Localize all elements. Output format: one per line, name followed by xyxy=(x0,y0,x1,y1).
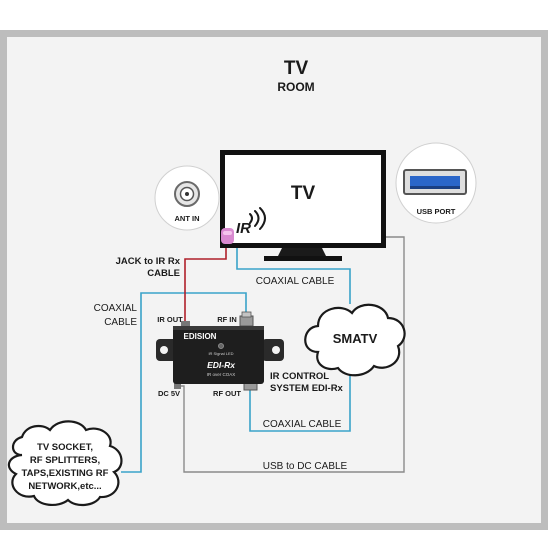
device-led-label: IR Signal LED xyxy=(208,351,233,356)
rf-network-cloud xyxy=(7,420,123,507)
coax-top-label: COAXIAL CABLE xyxy=(256,276,335,287)
usb-port xyxy=(395,142,477,224)
ir-control-label-1: IR CONTROL xyxy=(270,371,329,382)
room-subtitle: ROOM xyxy=(277,80,314,94)
smatv-label: SMATV xyxy=(333,331,378,346)
ir-connector xyxy=(221,228,234,244)
usb-dc-label: USB to DC CABLE xyxy=(263,461,348,472)
coax-cable-rfin-cloud xyxy=(121,292,247,473)
ir-signal-led xyxy=(218,343,224,349)
jack-ir-cable xyxy=(184,243,227,326)
jack-cable-label-2: CABLE xyxy=(147,268,180,279)
usb-dc-cable xyxy=(176,236,405,473)
cloud-line-2: RF SPLITTERS, xyxy=(30,455,100,466)
coax-cable-tv-smatv xyxy=(236,247,351,304)
cloud-line-4: NETWORK,etc... xyxy=(28,481,101,492)
jack-cable-label-1: JACK to IR Rx xyxy=(116,256,181,267)
ir-waves-icon xyxy=(249,207,266,230)
coax-left-label-1: COAXIAL xyxy=(94,303,138,314)
rf-in-connector xyxy=(239,315,254,327)
device-model-sub: IR over COAX xyxy=(207,372,236,377)
tv-set xyxy=(220,150,386,261)
port-dc-label: DC 5V xyxy=(158,389,180,398)
port-rf-in-label: RF IN xyxy=(217,315,237,324)
coax-left-label-2: CABLE xyxy=(104,317,137,328)
smatv-cloud xyxy=(304,303,406,377)
device-brand: EDISION xyxy=(184,332,217,341)
coax-cable-rfout-smatv xyxy=(249,374,351,432)
antenna-socket xyxy=(154,165,220,231)
edi-rx-device xyxy=(156,311,284,391)
port-rf-out-label: RF OUT xyxy=(213,389,241,398)
tv-label: TV xyxy=(291,183,316,204)
cloud-line-1: TV SOCKET, xyxy=(37,442,93,453)
antenna-label: ANT IN xyxy=(175,214,200,223)
room-title: TV xyxy=(284,58,309,79)
usb-port-label: USB PORT xyxy=(417,207,456,216)
ir-label: IR xyxy=(236,220,251,237)
coax-bottom-label: COAXIAL CABLE xyxy=(263,419,342,430)
port-ir-out-label: IR OUT xyxy=(157,315,183,324)
cloud-line-3: TAPS,EXISTING RF xyxy=(22,468,109,479)
ir-control-label-2: SYSTEM EDI-Rx xyxy=(270,383,344,394)
device-model: EDI-Rx xyxy=(207,360,236,370)
